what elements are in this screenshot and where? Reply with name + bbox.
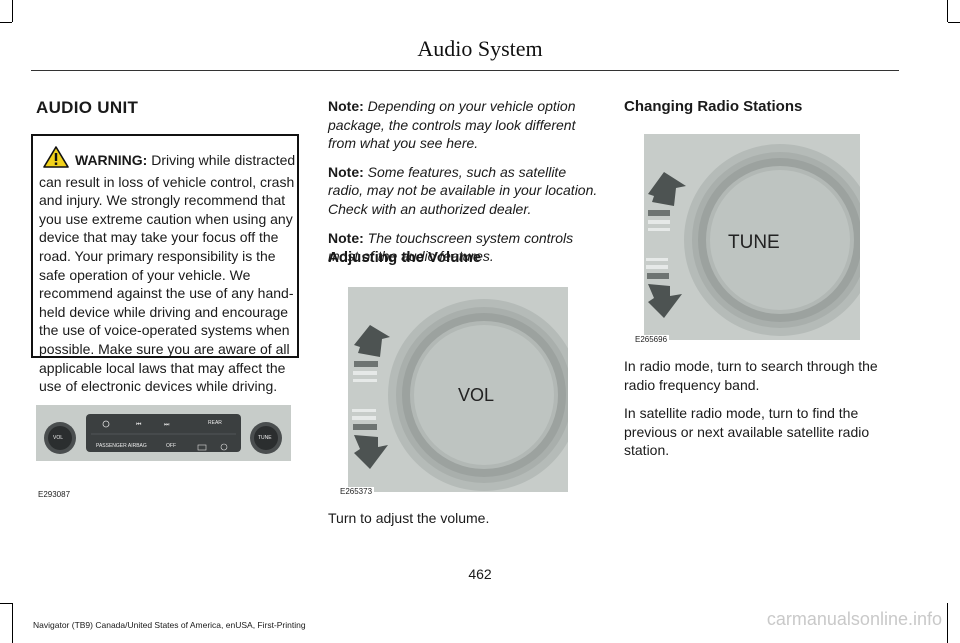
volume-heading: Adjusting the Volume (328, 249, 482, 266)
figure-id: E265696 (633, 335, 670, 344)
crop-mark (0, 603, 12, 604)
crop-mark (12, 603, 13, 643)
note-2: Note: Some features, such as satellite r… (328, 163, 598, 217)
header-divider (31, 70, 899, 71)
warning-label: WARNING: (75, 152, 148, 168)
warning-triangle-icon (43, 146, 69, 173)
warning-box: WARNING: Driving while distracted can re… (31, 134, 299, 394)
svg-text:⏭: ⏭ (164, 421, 170, 428)
volume-text: Turn to adjust the volume. (328, 510, 490, 526)
warning-text: Driving while distracted can result in l… (39, 152, 296, 395)
stations-text: In radio mode, turn to search through th… (624, 357, 892, 470)
page-number: 462 (468, 566, 492, 582)
tune-knob-label: TUNE (728, 232, 780, 253)
crop-mark (12, 0, 13, 22)
stations-p2: In satellite radio mode, turn to find th… (624, 405, 870, 459)
figure-id: E265373 (338, 487, 375, 496)
stations-heading: Changing Radio Stations (624, 98, 803, 115)
audio-unit-figure: ⏮ ⏭ VOL TUNE REAR PASSENGER AIRBAG OFF (36, 405, 291, 461)
note-1: Note: Depending on your vehicle option p… (328, 98, 576, 152)
crop-mark (947, 603, 948, 643)
svg-text:⏮: ⏮ (136, 421, 142, 428)
unit-passenger-airbag-label: PASSENGER AIRBAG (96, 443, 147, 449)
stations-p1: In radio mode, turn to search through th… (624, 358, 878, 393)
page-header-title: Audio System (417, 36, 543, 61)
notes-block: Note: Depending on your vehicle option p… (328, 97, 603, 276)
volume-knob-figure: VOL (348, 287, 580, 492)
unit-vol-label: VOL (53, 435, 64, 441)
unit-tune-label: TUNE (258, 435, 272, 441)
section-title: AUDIO UNIT (36, 98, 139, 117)
note-3: Note: The touchscreen system controls mo… (328, 229, 574, 265)
vol-knob-label: VOL (458, 385, 495, 405)
tune-knob-figure: TUNE (644, 134, 876, 340)
crop-mark (947, 0, 948, 22)
figure-id: E293087 (38, 490, 71, 499)
footer-text: Navigator (TB9) Canada/United States of … (33, 620, 306, 630)
crop-mark (0, 22, 12, 23)
unit-off-label: OFF (166, 443, 176, 449)
watermark: carmanualsonline.info (766, 609, 942, 629)
unit-rear-label: REAR (208, 420, 222, 426)
crop-mark (948, 22, 960, 23)
